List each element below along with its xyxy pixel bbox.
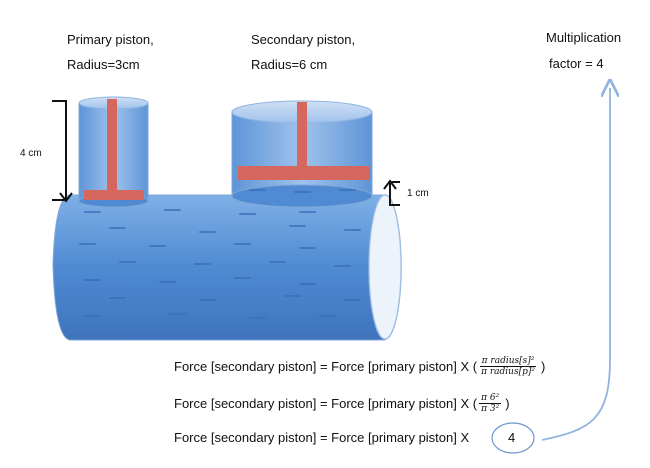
multiplication-label-factor: factor = 4 bbox=[549, 56, 604, 71]
equation-substituted-fraction: π 6² π 3² bbox=[479, 393, 502, 415]
result-circle bbox=[491, 422, 535, 454]
primary-label-title: Primary piston, bbox=[67, 32, 154, 47]
secondary-label-title: Secondary piston, bbox=[251, 32, 356, 47]
multiplication-arrow bbox=[541, 88, 610, 441]
primary-label-radius: Radius=3cm bbox=[67, 57, 140, 72]
equation-general-fraction: π radius[s]² π radius[p]² bbox=[479, 356, 537, 378]
primary-piston bbox=[84, 99, 144, 200]
equation-result-value: 4 bbox=[508, 430, 516, 445]
equation-general-numerator: π radius[s]² bbox=[479, 356, 537, 368]
equation-substituted-left: Force [secondary piston] = Force [primar… bbox=[174, 396, 478, 412]
equation-result-left: Force [secondary piston] = Force [primar… bbox=[174, 430, 470, 445]
multiplication-label-title: Multiplication bbox=[546, 30, 622, 45]
equation-substituted-numerator: π 6² bbox=[479, 393, 502, 405]
equation-substituted-denominator: π 3² bbox=[481, 404, 500, 415]
secondary-label-radius: Radius=6 cm bbox=[251, 57, 328, 72]
equation-general-denominator: π radius[p]² bbox=[481, 367, 535, 378]
height-label-primary: 4 cm bbox=[20, 148, 42, 159]
main-tube bbox=[52, 194, 402, 341]
height-label-secondary: 1 cm bbox=[407, 188, 429, 199]
equation-general: Force [secondary piston] = Force [primar… bbox=[174, 356, 547, 378]
fluid-dashes bbox=[79, 209, 361, 319]
secondary-piston bbox=[238, 102, 370, 180]
equation-general-left: Force [secondary piston] = Force [primar… bbox=[174, 359, 478, 375]
equation-substituted: Force [secondary piston] = Force [primar… bbox=[174, 393, 512, 415]
equation-result: Force [secondary piston] = Force [primar… bbox=[174, 430, 469, 445]
height-indicator-primary bbox=[52, 100, 73, 203]
equation-general-close: ) bbox=[540, 359, 546, 375]
height-indicator-secondary bbox=[383, 179, 400, 206]
secondary-dashes bbox=[249, 189, 356, 193]
equation-substituted-close: ) bbox=[505, 396, 510, 412]
